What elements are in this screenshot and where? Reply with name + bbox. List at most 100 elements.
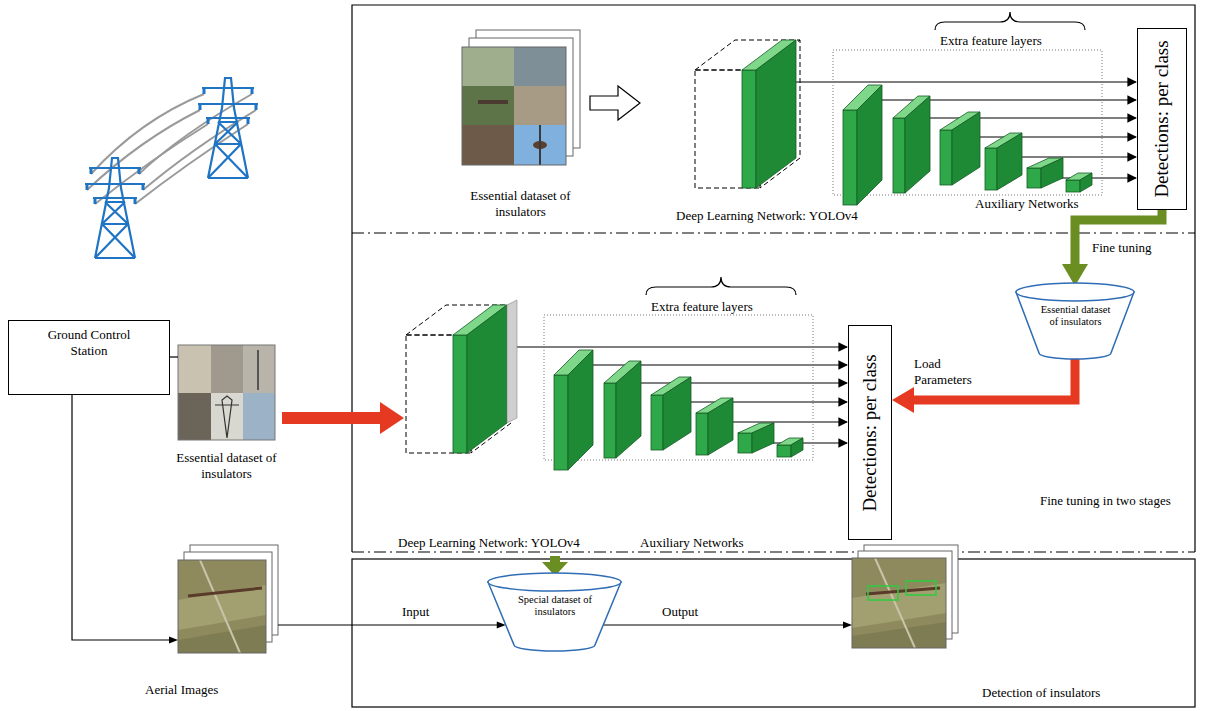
dataset-photo-stack bbox=[462, 30, 580, 165]
yolov4-network bbox=[406, 277, 847, 470]
transmission-tower bbox=[85, 158, 145, 258]
funnel-body bbox=[488, 582, 621, 651]
arrow-head bbox=[843, 622, 852, 629]
dataset-photo bbox=[211, 393, 243, 440]
dataset-photo bbox=[243, 345, 275, 393]
dataset-photo-stack bbox=[462, 125, 514, 165]
annotation: Fine tuning in two stages bbox=[1040, 493, 1171, 509]
detection-photo-stack bbox=[852, 558, 946, 648]
detection-photo-stack bbox=[875, 558, 915, 648]
edge-label: Output bbox=[660, 604, 700, 620]
connector-line bbox=[278, 624, 499, 625]
dataset-photo-stack bbox=[539, 125, 541, 165]
image-caption: Essential dataset of insulators bbox=[463, 188, 578, 219]
dataset-photo-stack bbox=[514, 86, 566, 125]
transmission-tower bbox=[198, 78, 258, 178]
detection-photo-stack bbox=[852, 545, 958, 648]
dataset-photo bbox=[243, 393, 275, 440]
funnel-rim bbox=[488, 573, 621, 591]
aerial-photo-stack bbox=[178, 625, 266, 653]
edge-label: Input bbox=[400, 604, 431, 620]
dataset-photo-stack bbox=[514, 47, 566, 86]
dataset-photo bbox=[257, 350, 259, 390]
arrow-head bbox=[169, 637, 178, 644]
detection-label: Detections: per class bbox=[859, 354, 882, 511]
dataset-photo-stack bbox=[462, 47, 514, 86]
detection-photo-stack bbox=[852, 558, 946, 648]
annotation: Extra feature layers bbox=[651, 299, 753, 315]
connector-line bbox=[170, 356, 178, 357]
dataset-photo-stack bbox=[514, 125, 566, 165]
power-line-wires bbox=[87, 110, 200, 190]
panel-frame bbox=[352, 559, 1195, 707]
detection-photo-stack bbox=[866, 588, 940, 594]
image-node: Essential dataset of insulators bbox=[462, 30, 580, 165]
detection-photo-stack bbox=[868, 586, 898, 600]
white-arrow bbox=[590, 86, 640, 120]
annotation: Auxiliary Networks bbox=[975, 196, 1079, 212]
arrow-head bbox=[892, 387, 914, 413]
connector bbox=[72, 395, 178, 644]
connector bbox=[278, 622, 506, 629]
funnel-rim bbox=[1016, 283, 1134, 301]
detection-box: Detections: per class bbox=[1137, 28, 1187, 210]
aerial-photo-stack bbox=[178, 560, 266, 653]
dataset-funnel: Essential dataset of insulators bbox=[1015, 282, 1135, 360]
panel-frame bbox=[352, 232, 1195, 233]
dataset-label: Essential dataset of insulators bbox=[1037, 304, 1114, 328]
dataset-photo bbox=[178, 345, 211, 393]
white-arrow bbox=[590, 86, 640, 120]
image-caption: Aerial Images bbox=[145, 682, 218, 698]
yolov4-network bbox=[695, 12, 1136, 205]
red-arrow bbox=[282, 402, 404, 434]
panel-frame bbox=[352, 551, 1195, 552]
aerial-photo-stack bbox=[188, 588, 262, 596]
station-box: Ground Control Station bbox=[8, 320, 170, 395]
image-caption: Detection of insulators bbox=[982, 685, 1100, 701]
connector bbox=[170, 357, 178, 358]
power-line-wires bbox=[139, 94, 252, 174]
connector-line bbox=[907, 356, 1075, 400]
image-node: Aerial Images bbox=[178, 545, 278, 653]
dataset-photo bbox=[211, 345, 243, 393]
connector bbox=[892, 356, 1075, 413]
connector bbox=[603, 622, 852, 629]
dataset-label: Special dataset of insulators bbox=[512, 594, 598, 618]
dataset-funnel: Special dataset of insulators bbox=[487, 572, 622, 652]
annotation: Extra feature layers bbox=[940, 33, 1042, 49]
annotation: Deep Learning Network: YOLOv4 bbox=[676, 208, 858, 224]
dataset-photo bbox=[178, 345, 275, 440]
aerial-photo-stack bbox=[178, 560, 266, 653]
image-node: Essential dataset of insulators bbox=[178, 345, 275, 440]
annotation: Deep Learning Network: YOLOv4 bbox=[398, 535, 580, 551]
frozen-layer bbox=[507, 300, 517, 423]
connector-line bbox=[1075, 210, 1162, 271]
aerial-photo-stack bbox=[178, 545, 278, 653]
dataset-photo-stack bbox=[462, 47, 566, 165]
edge-label: Load Parameters bbox=[912, 356, 988, 387]
detection-photo-stack bbox=[852, 622, 946, 648]
panel-frame bbox=[352, 5, 1195, 552]
dataset-photo-stack bbox=[462, 47, 566, 165]
red-arrow bbox=[282, 402, 404, 434]
power-line-wires bbox=[87, 94, 256, 204]
detection-box: Detections: per class bbox=[848, 325, 892, 540]
image-caption: Essential dataset of insulators bbox=[169, 450, 284, 481]
annotation: Auxiliary Networks bbox=[640, 535, 744, 551]
panel-frame bbox=[352, 5, 1195, 707]
image-node: Detection of insulators bbox=[852, 545, 958, 650]
dataset-photo bbox=[178, 393, 211, 440]
connector bbox=[1062, 210, 1162, 286]
dataset-photo-stack bbox=[462, 86, 514, 125]
detection-photo-stack bbox=[852, 583, 946, 628]
dataset-photo bbox=[178, 345, 275, 440]
dataset-photo-stack bbox=[478, 100, 508, 104]
detection-photo-stack bbox=[906, 581, 936, 595]
dataset-photo bbox=[215, 396, 239, 438]
connector-line bbox=[72, 395, 172, 640]
aerial-photo-stack bbox=[178, 585, 266, 630]
funnel-body bbox=[1016, 292, 1134, 359]
edge-label: Fine tuning bbox=[1090, 240, 1154, 256]
connector-line bbox=[603, 624, 845, 625]
